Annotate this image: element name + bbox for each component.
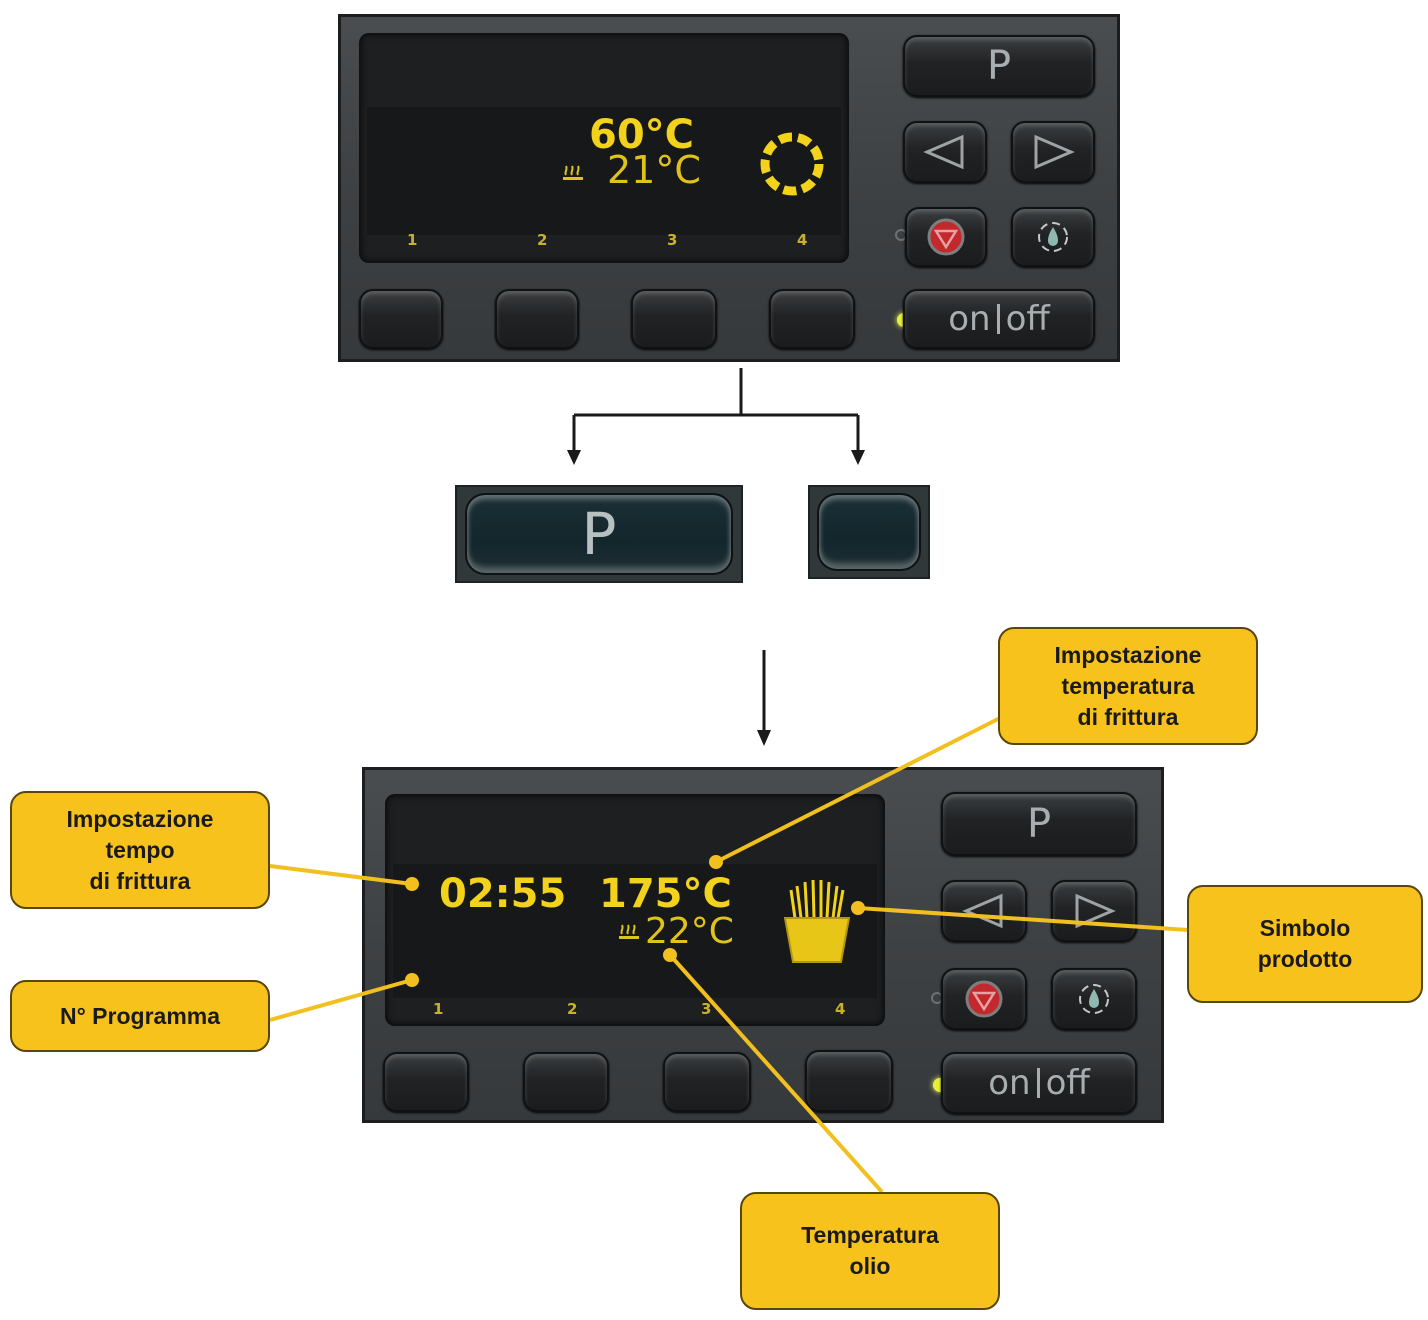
leader-program-number bbox=[269, 978, 413, 1022]
zoom-program-key-label: P bbox=[581, 500, 617, 568]
bottom-control-panel: 02:55 175°C 22°C 1 2 3 4 P bbox=[362, 767, 1164, 1123]
top-right-arrow-key[interactable] bbox=[1011, 121, 1095, 183]
callout-product-symbol: Simbolo prodotto bbox=[1187, 885, 1423, 1003]
heating-icon bbox=[561, 161, 585, 188]
bottom-onoff-separator bbox=[1036, 1068, 1040, 1098]
top-left-arrow-key[interactable] bbox=[903, 121, 987, 183]
top-program-key[interactable]: P bbox=[903, 35, 1095, 97]
bottom-set-temperature: 175°C bbox=[599, 871, 732, 917]
callout-oil-temperature-line-1: Temperatura bbox=[801, 1222, 939, 1248]
arrowhead-right bbox=[851, 450, 865, 465]
bottom-onoff-key[interactable]: on off bbox=[941, 1052, 1137, 1114]
callout-product-symbol-line-1: Simbolo bbox=[1259, 915, 1351, 941]
top-program-select-key-1[interactable] bbox=[359, 289, 443, 349]
top-program-number-1: 1 bbox=[407, 231, 418, 249]
bottom-right-arrow-icon bbox=[1075, 893, 1116, 929]
bottom-program-key-label: P bbox=[1026, 801, 1052, 847]
bottom-oil-drop-icon bbox=[1079, 984, 1109, 1014]
fries-icon bbox=[781, 878, 853, 969]
callout-frying-temperature-setting: Impostazione temperatura di frittura bbox=[998, 627, 1258, 745]
top-oil-temperature: 21°C bbox=[607, 148, 701, 192]
top-display: 60°C 21°C 1 2 3 4 bbox=[359, 33, 849, 263]
top-program-number-3: 3 bbox=[667, 231, 678, 249]
leader-oil-temperature bbox=[668, 953, 884, 1194]
drain-icon bbox=[927, 218, 965, 256]
bottom-program-select-key-3[interactable] bbox=[663, 1052, 751, 1112]
zoom-blank-key-frame bbox=[808, 485, 930, 579]
callout-frying-temp-line-3: di frittura bbox=[1077, 703, 1179, 730]
left-arrow-icon bbox=[923, 134, 964, 170]
bottom-program-number-2: 2 bbox=[567, 1000, 578, 1018]
zoom-program-select-key[interactable] bbox=[817, 493, 921, 571]
bottom-drain-key[interactable] bbox=[941, 968, 1027, 1030]
callout-oil-temperature-line-2: olio bbox=[849, 1253, 891, 1279]
leader-dot-frying-time bbox=[405, 877, 419, 891]
onoff-off-label: off bbox=[1005, 299, 1050, 339]
callout-oil-temperature: Temperatura olio bbox=[740, 1192, 1000, 1310]
onoff-on-label: on bbox=[948, 299, 991, 339]
busy-ring-icon bbox=[757, 129, 827, 204]
leader-dot-oil-temperature bbox=[663, 948, 677, 962]
bottom-display: 02:55 175°C 22°C 1 2 3 4 bbox=[385, 794, 885, 1026]
bottom-program-select-key-1[interactable] bbox=[383, 1052, 469, 1112]
top-set-temperature: 60°C bbox=[589, 112, 695, 158]
top-program-select-key-3[interactable] bbox=[631, 289, 717, 349]
top-program-select-key-2[interactable] bbox=[495, 289, 579, 349]
bottom-program-number-4: 4 bbox=[835, 1000, 846, 1018]
bottom-drain-icon bbox=[965, 980, 1003, 1018]
zoom-program-key[interactable]: P bbox=[465, 493, 733, 575]
top-program-number-4: 4 bbox=[797, 231, 808, 249]
top-program-select-key-4[interactable] bbox=[769, 289, 855, 349]
top-control-panel: 60°C 21°C 1 2 3 4 P bbox=[338, 14, 1120, 362]
callout-frying-temp-line-2: temperatura bbox=[1061, 672, 1195, 699]
bottom-onoff-on-label: on bbox=[988, 1063, 1031, 1103]
callout-program-number-line-1: N° Programma bbox=[59, 1002, 221, 1029]
oil-drop-icon bbox=[1038, 222, 1068, 252]
bottom-onoff-off-label: off bbox=[1045, 1063, 1090, 1103]
top-program-number-2: 2 bbox=[537, 231, 548, 249]
bottom-frying-time: 02:55 bbox=[439, 871, 567, 917]
top-onoff-key[interactable]: on off bbox=[903, 289, 1095, 349]
down-arrowhead bbox=[757, 730, 771, 746]
right-arrow-icon bbox=[1034, 134, 1075, 170]
bottom-oil-key[interactable] bbox=[1051, 968, 1137, 1030]
callout-frying-time-setting: Impostazione tempo di frittura bbox=[10, 791, 270, 909]
callout-frying-time-line-1: Impostazione bbox=[66, 805, 214, 832]
bottom-left-arrow-key[interactable] bbox=[941, 880, 1027, 942]
onoff-separator bbox=[996, 304, 1000, 334]
bottom-right-arrow-key[interactable] bbox=[1051, 880, 1137, 942]
bottom-oil-temperature: 22°C bbox=[645, 911, 734, 952]
leader-dot-product-symbol bbox=[851, 901, 865, 915]
top-oil-key[interactable] bbox=[1011, 207, 1095, 267]
callout-program-number: N° Programma bbox=[10, 980, 270, 1052]
callout-product-symbol-line-2: prodotto bbox=[1257, 946, 1353, 972]
bottom-program-select-key-4[interactable] bbox=[805, 1050, 893, 1112]
arrowhead-left bbox=[567, 450, 581, 465]
bottom-left-arrow-icon bbox=[962, 893, 1003, 929]
callout-frying-time-line-2: tempo bbox=[105, 836, 175, 863]
callout-frying-time-line-3: di frittura bbox=[89, 867, 191, 894]
bottom-heating-icon bbox=[617, 920, 641, 947]
leader-frying-time bbox=[269, 864, 413, 886]
leader-dot-program-number bbox=[405, 973, 419, 987]
top-drain-key[interactable] bbox=[905, 207, 987, 267]
bottom-program-select-key-2[interactable] bbox=[523, 1052, 609, 1112]
bottom-program-number-3: 3 bbox=[701, 1000, 712, 1018]
zoom-program-key-frame: P bbox=[455, 485, 743, 583]
bottom-program-key[interactable]: P bbox=[941, 792, 1137, 856]
callout-frying-temp-line-1: Impostazione bbox=[1054, 641, 1202, 668]
branch-arrow bbox=[572, 368, 860, 452]
leader-frying-temp bbox=[715, 716, 1001, 864]
leader-product-symbol bbox=[857, 906, 1189, 932]
bottom-program-number-1: 1 bbox=[433, 1000, 444, 1018]
program-key-label: P bbox=[986, 43, 1012, 89]
leader-dot-frying-temp bbox=[709, 855, 723, 869]
